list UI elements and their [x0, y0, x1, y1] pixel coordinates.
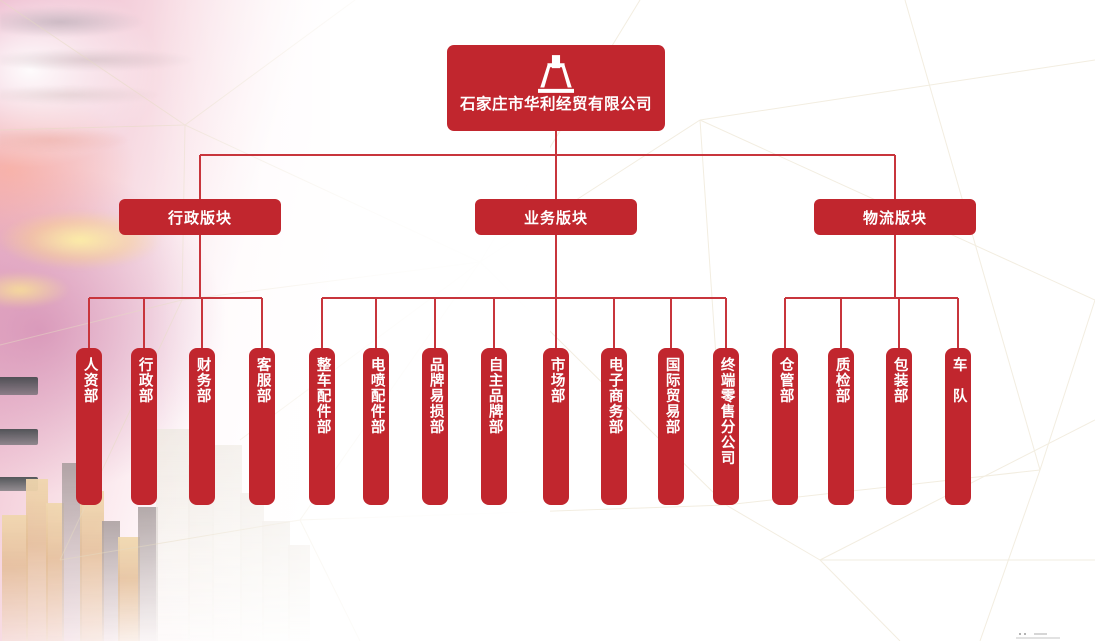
division-administration[interactable]: 行政版块 — [119, 199, 281, 235]
dept-administration-1[interactable]: 行政部 — [131, 348, 157, 505]
dept-administration-2[interactable]: 财务部 — [189, 348, 215, 505]
corner-widget[interactable] — [1016, 630, 1060, 639]
dept-business-1[interactable]: 电喷配件部 — [363, 348, 389, 505]
dept-label: 人资部 — [81, 357, 98, 404]
division-business[interactable]: 业务版块 — [475, 199, 637, 235]
division-logistics[interactable]: 物流版块 — [814, 199, 976, 235]
division-label: 物流版块 — [862, 209, 927, 227]
dept-label: 品牌易损部 — [427, 357, 444, 435]
dept-business-5[interactable]: 电子商务部 — [601, 348, 627, 505]
cloud-streaks — [0, 0, 250, 210]
dept-label: 车 队 — [950, 357, 967, 404]
dept-logistics-1[interactable]: 质检部 — [828, 348, 854, 505]
dept-label: 质检部 — [833, 357, 850, 404]
dept-label: 终端零售分公司 — [718, 357, 735, 466]
sun-glow — [0, 140, 230, 340]
dept-business-7[interactable]: 终端零售分公司 — [713, 348, 739, 505]
dept-business-3[interactable]: 自主品牌部 — [481, 348, 507, 505]
dept-business-2[interactable]: 品牌易损部 — [422, 348, 448, 505]
root-company-node[interactable]: 石家庄市华利经贸有限公司 — [447, 45, 665, 131]
dept-label: 自主品牌部 — [486, 357, 503, 435]
dept-logistics-0[interactable]: 仓管部 — [772, 348, 798, 505]
dept-administration-0[interactable]: 人资部 — [76, 348, 102, 505]
dept-business-6[interactable]: 国际贸易部 — [658, 348, 684, 505]
corner-bar-icon — [1034, 632, 1047, 635]
dept-business-4[interactable]: 市场部 — [543, 348, 569, 505]
dept-logistics-2[interactable]: 包装部 — [886, 348, 912, 505]
dept-label: 整车配件部 — [314, 357, 331, 435]
sky-gradient — [0, 0, 330, 641]
dept-label: 仓管部 — [777, 357, 794, 404]
dept-label: 市场部 — [548, 357, 565, 404]
division-label: 行政版块 — [167, 209, 232, 227]
dept-label: 国际贸易部 — [663, 357, 680, 435]
corner-dot-icon — [1024, 632, 1026, 635]
dept-label: 电子商务部 — [606, 357, 623, 435]
root-company-title: 石家庄市华利经贸有限公司 — [459, 96, 652, 113]
dept-administration-3[interactable]: 客服部 — [249, 348, 275, 505]
corner-dot-icon — [1019, 632, 1021, 635]
dept-label: 包装部 — [891, 357, 908, 404]
dept-label: 客服部 — [254, 357, 271, 404]
dept-label: 电喷配件部 — [368, 357, 385, 435]
city-skyline — [0, 321, 330, 641]
dept-label: 行政部 — [136, 357, 153, 404]
dept-logistics-3[interactable]: 车 队 — [945, 348, 971, 505]
dept-label: 财务部 — [194, 357, 211, 404]
dept-business-0[interactable]: 整车配件部 — [309, 348, 335, 505]
huali-mountain-logo — [538, 55, 574, 93]
division-label: 业务版块 — [523, 209, 588, 227]
